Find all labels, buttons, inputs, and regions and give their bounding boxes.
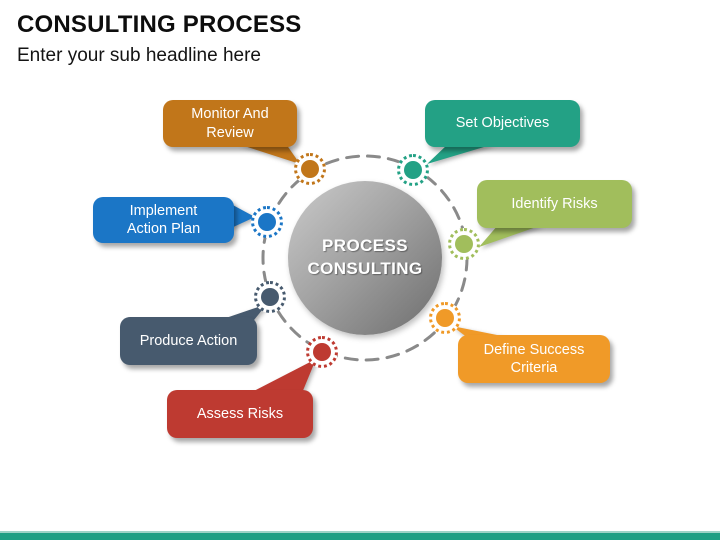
callout-label-line: Produce Action [139, 332, 238, 349]
slide-subtitle: Enter your sub headline here [17, 45, 261, 66]
callout-label-line: Assess Risks [196, 405, 284, 422]
connector-dot-set-objectives [397, 154, 429, 186]
center-label-line2: CONSULTING [307, 259, 423, 278]
callout-tail-set-objectives [427, 144, 494, 164]
connector-dot-monitor [294, 153, 326, 185]
connector-dot-define [429, 302, 461, 334]
callout-tail-identify [479, 225, 542, 247]
connector-dot-identify [448, 228, 480, 260]
callout-produce-action: Produce Action [120, 317, 257, 365]
footer-bar [0, 531, 720, 540]
callout-label-line: Criteria [510, 360, 558, 376]
callout-tail-assess [250, 359, 316, 393]
callout-implement-action-plan: Implement Action Plan [93, 197, 234, 243]
callout-label-line: Set Objectives [455, 115, 550, 132]
callout-assess-risks: Assess Risks [167, 390, 313, 438]
callout-set-objectives: Set Objectives [425, 100, 580, 147]
callout-tail-monitor [238, 144, 300, 164]
callout-label-line: Monitor And [191, 106, 269, 123]
connector-dot-core [313, 343, 331, 361]
center-label-line1: PROCESS [322, 236, 408, 256]
connector-dot-core [261, 288, 279, 306]
callout-identify-risks: Identify Risks [477, 180, 632, 228]
center-circle: PROCESS CONSULTING [288, 181, 442, 335]
callout-label-line: Review [206, 124, 254, 141]
callout-monitor-and-review: Monitor And Review [163, 100, 297, 147]
callout-label-line: Define Success [483, 341, 585, 358]
connector-dot-core [404, 161, 422, 179]
connector-dot-core [455, 235, 473, 253]
connector-dot-assess [306, 336, 338, 368]
slide-title: CONSULTING PROCESS [17, 11, 302, 38]
callout-define-success-criteria: Define Success Criteria [458, 335, 610, 383]
connector-dot-core [301, 160, 319, 178]
callout-label-line: Identify Risks [511, 195, 598, 212]
connector-dot-core [258, 213, 276, 231]
callout-label-line: Action Plan [126, 221, 201, 237]
connector-dot-core [436, 309, 454, 327]
callout-label-line: Implement [129, 202, 198, 219]
connector-dot-produce [254, 281, 286, 313]
connector-dot-implement [251, 206, 283, 238]
